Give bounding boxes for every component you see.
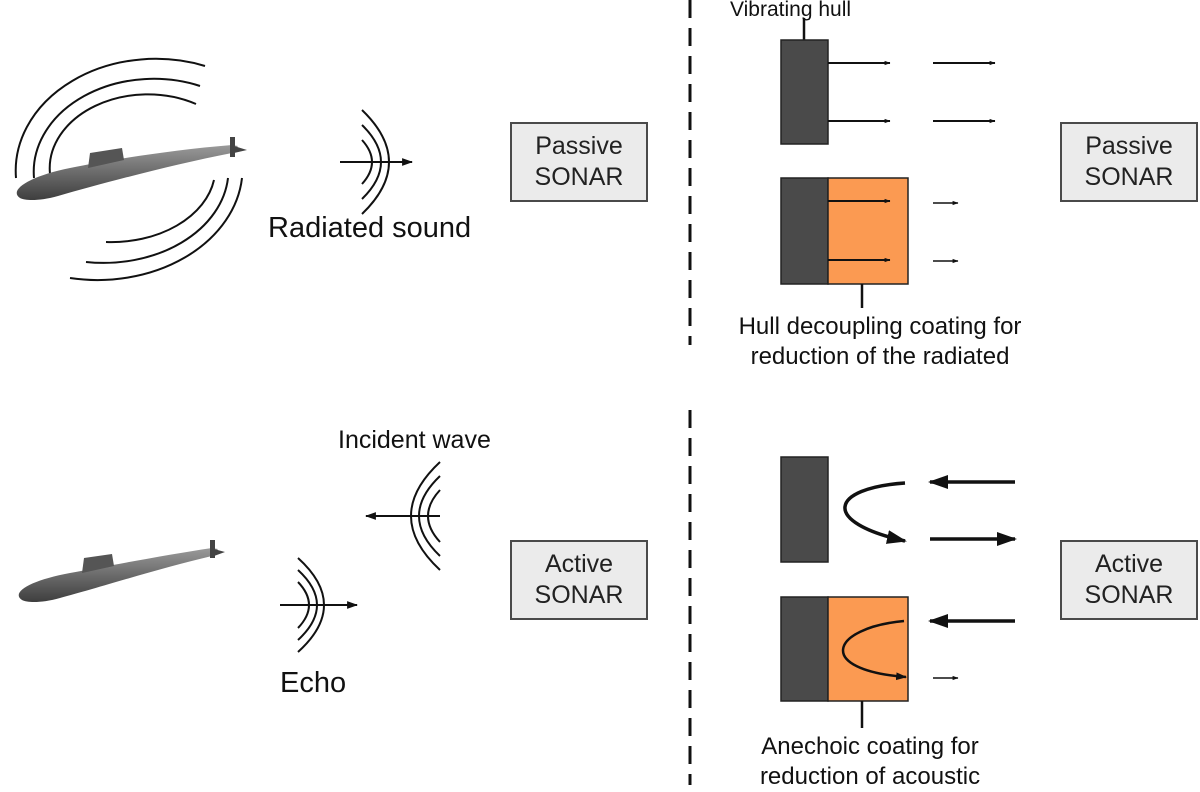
radiated-arrows-uncoated	[828, 60, 996, 124]
sonar-line-1: Passive	[1085, 131, 1173, 160]
vibrating-hull-plate	[780, 39, 829, 145]
incident-wave-icon	[364, 461, 441, 571]
echo-wave-icon	[280, 557, 359, 653]
hull-plate-anechoic	[780, 596, 829, 702]
sonar-line-1: Active	[544, 549, 614, 578]
submarine-bottom	[18, 540, 225, 603]
sonar-line-2: SONAR	[1084, 163, 1174, 191]
anechoic-caption: Anechoic coating for reduction of acoust…	[700, 732, 1040, 792]
decoupling-caption: Hull decoupling coating for reduction of…	[700, 312, 1060, 372]
sonar-line-2: SONAR	[1084, 581, 1174, 609]
sonar-line-2: SONAR	[534, 163, 624, 191]
caption-line-2: reduction of the radiated	[750, 343, 1010, 370]
sonar-line-1: Active	[1094, 549, 1164, 578]
reflection-arrows	[843, 475, 1017, 546]
caption-line-1: Hull decoupling coating for	[738, 313, 1022, 340]
incident-wave-label: Incident wave	[338, 426, 491, 454]
vibrating-hull-label: Vibrating hull	[730, 0, 852, 21]
echo-label: Echo	[280, 667, 347, 699]
hull-plate-reflect	[780, 456, 829, 563]
caption-line-1: Anechoic coating for	[761, 733, 979, 760]
radiated-wave-icon	[340, 109, 414, 215]
sonar-line-1: Passive	[535, 131, 623, 160]
caption-line-2: reduction of acoustic	[759, 763, 981, 790]
decoupling-coating	[827, 177, 909, 285]
radiated-rings	[14, 57, 243, 282]
sonar-line-2: SONAR	[534, 581, 624, 609]
hull-plate-decoupling	[780, 177, 829, 285]
anechoic-coating	[827, 596, 909, 702]
submarine-top	[16, 137, 247, 201]
radiated-sound-label: Radiated sound	[268, 212, 472, 244]
absorption-arrows	[841, 614, 1015, 681]
radiated-arrows-coated	[828, 198, 959, 264]
